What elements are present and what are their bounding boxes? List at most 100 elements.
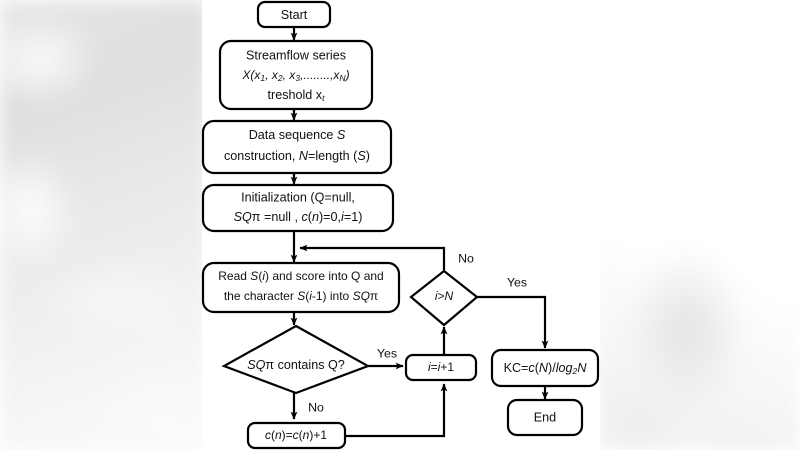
- data-sequence-shape: [201, 119, 393, 175]
- init-l2-mid: =null ,: [260, 210, 301, 224]
- read-l2-ital2: i: [309, 289, 312, 303]
- data-seq-l2-ital2: S: [357, 149, 366, 163]
- edge-i-gt-n-yes-to-kc-formula: [477, 295, 549, 349]
- init-l2-mid3: )=0,: [319, 210, 341, 224]
- read-l1-ital: S: [250, 269, 258, 283]
- read-l1-post: ) and score into Q and: [265, 269, 384, 283]
- connectors-group: [290, 27, 549, 438]
- kc-mid1: (: [535, 361, 540, 375]
- inc-ital1: i: [428, 360, 431, 374]
- decision-contains-shape: [221, 324, 371, 395]
- igtn-ital2: N: [445, 289, 454, 303]
- cnt-mid1: (: [271, 428, 275, 442]
- contains-pi: π: [265, 358, 274, 372]
- edge-count-increment-to-increment: [345, 383, 448, 438]
- data-sequence-line-1: Data sequence S: [249, 128, 346, 142]
- data-seq-l2-pre: construction,: [224, 149, 299, 163]
- read-l2-ital: S: [297, 289, 305, 303]
- node-end[interactable]: End: [506, 398, 584, 437]
- node-initialization[interactable]: Initialization (Q=null, SQπ =null , c(n)…: [201, 183, 395, 233]
- kc-ital3: log: [556, 361, 573, 375]
- read-l1-ital2: i: [262, 269, 265, 283]
- streamflow-l3-sub: t: [322, 93, 325, 103]
- cnt-mid2: )=: [282, 428, 293, 442]
- streamflow-l2-mid2: , x: [283, 68, 297, 82]
- cnt-ital1: c: [265, 428, 271, 442]
- edge-label-contains-no: No: [308, 400, 324, 414]
- read-l2-pre: the character: [224, 289, 297, 303]
- read-l1-pre: Read: [218, 269, 250, 283]
- cnt-ital2: n: [275, 428, 282, 442]
- kc-formula-label: KC=c(N)/log2N: [504, 361, 588, 375]
- streamflow-l2-sub3: 3: [295, 73, 300, 83]
- read-step-line-1: Read S(i) and score into Q and: [218, 269, 383, 283]
- count-increment-label: c(n)=c(n)+1: [265, 428, 327, 442]
- read-step-shape: [201, 261, 401, 314]
- read-step-line-2: the character S(i-1) into SQπ: [224, 289, 378, 303]
- node-start[interactable]: Start: [256, 0, 332, 29]
- node-count-increment[interactable]: c(n)=c(n)+1: [246, 421, 347, 450]
- blurred-left-backdrop: [0, 0, 208, 450]
- node-kc-formula[interactable]: KC=c(N)/log2N: [490, 348, 600, 388]
- initialization-line-2: SQπ =null , c(n)=0,i=1): [234, 210, 363, 224]
- data-seq-l1-ital: S: [337, 128, 346, 142]
- node-read-step[interactable]: Read S(i) and score into Q and the chara…: [201, 261, 401, 314]
- edge-i-gt-n-no-to-read-step: [299, 244, 446, 270]
- cnt-ital4: n: [303, 428, 310, 442]
- streamflow-l3-pre: treshold x: [268, 88, 323, 102]
- edge-label-i-gt-n-yes: Yes: [507, 275, 527, 289]
- data-seq-l2-ital1: N: [299, 149, 309, 163]
- streamflow-l2-mid3: ,........,x: [300, 68, 340, 82]
- edge-labels-group: Yes No No Yes: [308, 251, 527, 414]
- inc-post: +1: [440, 360, 454, 374]
- kc-ital2: N: [539, 361, 549, 375]
- contains-ital: SQ: [247, 358, 265, 372]
- edge-label-i-gt-n-no: No: [458, 251, 474, 265]
- node-data-sequence[interactable]: Data sequence S construction, N=length (…: [201, 119, 393, 175]
- decision-contains-label: SQπ contains Q?: [247, 358, 345, 372]
- node-increment-i[interactable]: i=i+1: [404, 353, 478, 382]
- initialization-line-1: Initialization (Q=null,: [241, 190, 355, 204]
- data-seq-l2-post: ): [366, 149, 370, 163]
- increment-label: i=i+1: [428, 360, 454, 374]
- contains-rest: contains Q?: [274, 358, 345, 372]
- init-l2-post: =1): [344, 210, 363, 224]
- init-l2-ital3: n: [312, 210, 319, 224]
- streamflow-line-2: X(x1, x2, x3,........,xN): [241, 68, 349, 83]
- kc-sub: 2: [572, 366, 578, 376]
- decision-i-gt-n-label: i>N: [435, 289, 454, 303]
- init-l2-mid2: (: [308, 210, 313, 224]
- node-decision-i-gt-n[interactable]: i>N: [409, 269, 479, 327]
- increment-shape: [404, 353, 478, 382]
- initialization-shape: [201, 183, 395, 233]
- kc-pre: KC=: [504, 361, 529, 375]
- inc-mid: =: [431, 360, 438, 374]
- kc-ital4: N: [577, 361, 587, 375]
- read-l2-ital3: SQ: [353, 289, 370, 303]
- streamflow-shape: [218, 39, 374, 111]
- cnt-post: )+1: [309, 428, 327, 442]
- cnt-mid3: (: [299, 428, 303, 442]
- cnt-ital3: c: [293, 428, 299, 442]
- start-shape: [256, 0, 332, 29]
- data-seq-l1-pre: Data sequence: [249, 128, 337, 142]
- igtn-ital1: i: [435, 289, 438, 303]
- data-seq-l2-mid: =length (: [308, 149, 358, 163]
- streamflow-l2-pre: X(x: [241, 68, 261, 82]
- data-sequence-line-2: construction, N=length (S): [224, 149, 370, 163]
- streamflow-l2-sub1: 1: [260, 73, 265, 83]
- kc-formula-shape: [490, 348, 600, 388]
- igtn-mid: >: [437, 289, 444, 303]
- node-decision-contains[interactable]: SQπ contains Q?: [221, 324, 371, 395]
- init-l2-ital4: i: [341, 210, 345, 224]
- read-l2-pi: π: [370, 289, 378, 303]
- node-streamflow-series[interactable]: Streamflow series X(x1, x2, x3,........,…: [218, 39, 374, 111]
- init-l2-ital2: c: [301, 210, 308, 224]
- kc-mid2: )/: [548, 361, 556, 375]
- start-label: Start: [281, 8, 308, 22]
- flowchart-white-plate: [202, 0, 600, 450]
- streamflow-line-3: treshold xt: [268, 88, 326, 102]
- streamflow-l2-sub4: N: [339, 73, 346, 83]
- streamflow-line-1: Streamflow series: [246, 48, 346, 62]
